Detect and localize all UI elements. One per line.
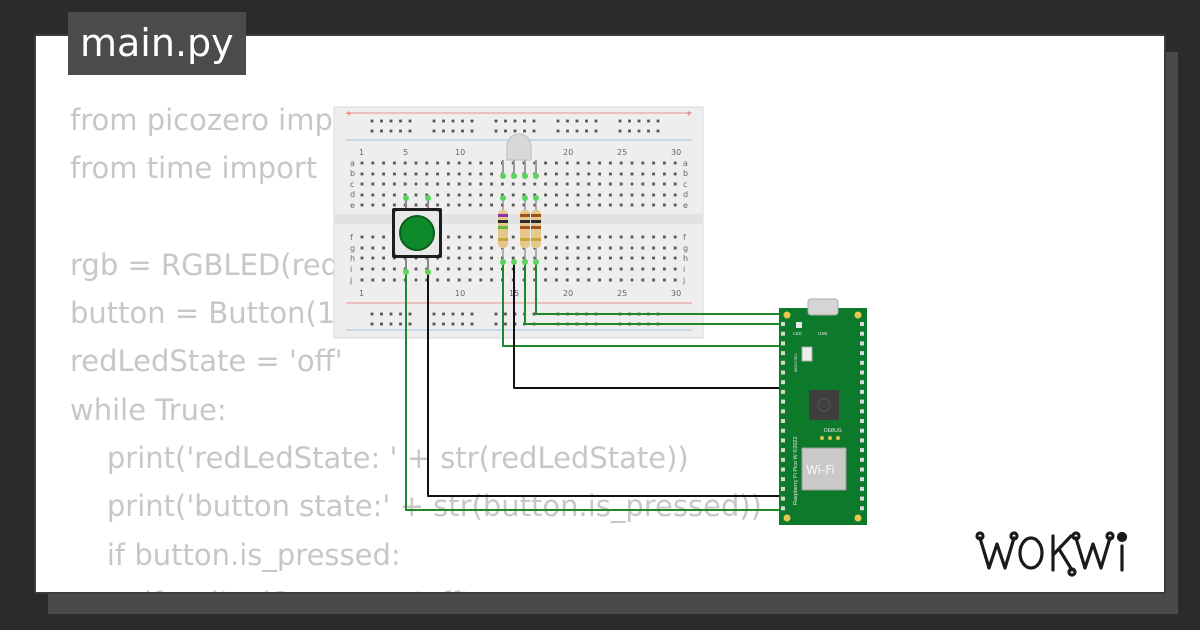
- code-line: button = Button(1: [70, 296, 336, 331]
- code-line: rgb = RGBLED(red: [70, 247, 340, 282]
- row-letter: i: [683, 265, 685, 274]
- file-tab[interactable]: main.py: [68, 12, 246, 75]
- column-number: 30: [671, 148, 681, 157]
- column-number: 1: [359, 148, 364, 157]
- row-letter: j: [349, 276, 352, 285]
- row-letter: c: [683, 180, 687, 189]
- row-letter: a: [683, 159, 688, 168]
- row-letter: f: [350, 233, 353, 242]
- column-number: 20: [563, 148, 573, 157]
- column-number: 1: [359, 289, 364, 298]
- row-letter: d: [350, 190, 355, 199]
- row-letter: f: [683, 233, 686, 242]
- wokwi-logo: [975, 531, 1128, 577]
- code-line: redLedState = 'off': [70, 344, 343, 379]
- row-letter: a: [350, 159, 355, 168]
- wires: [405, 262, 779, 511]
- wire-green: [535, 262, 779, 315]
- svg-text:+: +: [346, 109, 352, 120]
- column-number: 25: [617, 148, 627, 157]
- row-letter: b: [683, 169, 688, 178]
- usb-port: [807, 298, 839, 316]
- row-letter: c: [350, 180, 354, 189]
- button-cap: [399, 215, 435, 251]
- code-line: print('redLedState: ' + str(redLedState)…: [70, 441, 689, 476]
- code-line: if redLedState == 'off':: [70, 579, 762, 592]
- code-line: while True:: [70, 392, 227, 427]
- code-line: from picozero imp: [70, 103, 333, 137]
- usb-label: USB: [818, 331, 827, 336]
- row-letter: b: [350, 169, 355, 178]
- rp2040-chip: [809, 390, 839, 420]
- column-number: 5: [403, 148, 408, 157]
- column-number: 25: [617, 289, 627, 298]
- wire-green: [502, 262, 779, 347]
- wire-black: [513, 262, 779, 389]
- row-letter: g: [683, 244, 688, 253]
- wire-green: [405, 272, 779, 511]
- row-letter: d: [683, 190, 688, 199]
- row-letter: h: [683, 254, 688, 263]
- code-line: from time import: [70, 151, 318, 186]
- column-number: 20: [563, 289, 573, 298]
- wifi-module: [801, 447, 847, 491]
- svg-text:+: +: [686, 109, 692, 120]
- row-letter: i: [350, 265, 352, 274]
- column-number: 30: [671, 289, 681, 298]
- row-letter: j: [682, 276, 685, 285]
- column-number: 10: [455, 289, 465, 298]
- column-number: 10: [455, 148, 465, 157]
- bootsel-label: BOOTSEL: [793, 352, 798, 372]
- resistors[interactable]: [498, 195, 541, 265]
- wifi-label: Wi-Fi: [806, 463, 835, 477]
- code-line: if button.is_pressed:: [70, 537, 401, 572]
- row-letter: g: [350, 244, 355, 253]
- wire-black: [427, 272, 779, 497]
- row-letter: e: [683, 201, 688, 210]
- row-letter: e: [350, 201, 355, 210]
- rgb-led[interactable]: [500, 133, 539, 179]
- wire-green: [524, 262, 779, 325]
- board-label: Raspberry Pi Pico W ©2022: [792, 436, 799, 505]
- bootsel-button: [801, 346, 813, 362]
- pico-w-board[interactable]: USB LED BOOTSEL DEBUG Wi-Fi Raspberry Pi…: [779, 298, 867, 525]
- row-letter: h: [350, 254, 355, 263]
- led-label: LED: [793, 331, 803, 336]
- debug-label: DEBUG: [824, 428, 842, 434]
- pushbutton[interactable]: [392, 195, 442, 275]
